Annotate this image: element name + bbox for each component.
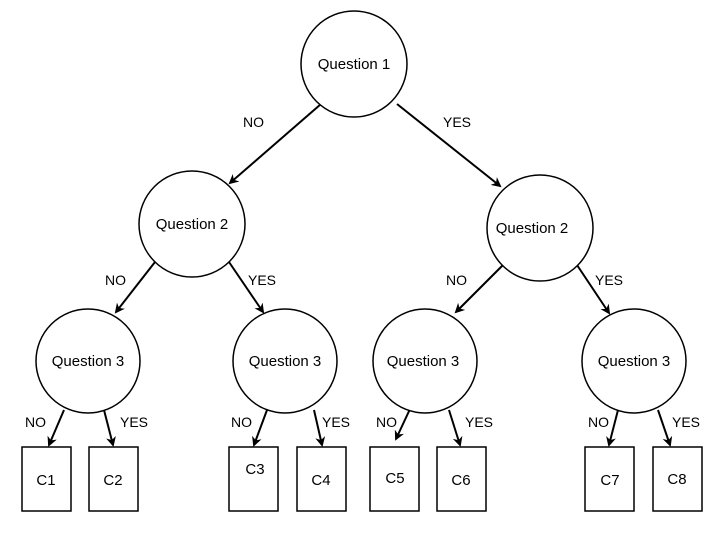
edge-q3c-to-c5 [394,408,411,441]
leaf-label: C6 [451,472,470,489]
edge-q3a-to-c2 [103,409,116,447]
edge-label-q3c-no: NO [376,414,397,430]
node-circle [138,170,246,278]
node-label: Question 3 [52,353,125,370]
leaf-label: C2 [103,472,122,489]
edge-label-root-yes: YES [443,114,471,130]
node-circle [35,308,141,414]
leaf-box [88,446,139,512]
edge-label-q3b-yes: YES [322,414,350,430]
question-nodes: Question 1 Question 2 Question 2 Questio… [35,10,687,414]
node-circle [300,10,408,118]
edge-q3a-to-c1 [47,409,65,447]
edge-q3d-to-c7 [606,409,619,447]
node-question-1: Question 1 [300,10,408,118]
edge-label-lq2-no: NO [105,272,126,288]
node-label: Question 3 [598,353,671,370]
leaf-label: C7 [600,472,619,489]
edge-label-q3d-no: NO [588,414,609,430]
leaf-c4: C4 [296,446,347,512]
node-question-3-d: Question 3 [581,308,687,414]
node-circle [486,174,594,282]
edge-label-lq2-yes: YES [248,272,276,288]
leaf-box [228,446,279,512]
edge-label-q3a-no: NO [25,414,46,430]
edge-lq2-to-q3a [114,261,156,314]
leaf-box [296,446,347,512]
edge-rq2-to-q3d [576,264,611,315]
edge-q3b-to-c3 [252,409,268,447]
leaf-nodes: C1 C2 C3 C4 C5 C6 C7 C8 [21,446,703,512]
leaf-box [584,446,635,512]
edge-label-q3c-yes: YES [465,414,493,430]
node-circle [232,308,338,414]
node-question-3-c: Question 3 [372,308,478,414]
node-question-2-right: Question 2 [486,174,594,282]
leaf-box [436,446,487,512]
edge-labels: NO YES NO YES NO YES NO YES NO YES NO YE… [25,114,700,430]
leaf-c6: C6 [436,446,487,512]
leaf-c5: C5 [369,446,420,512]
edges [47,103,673,447]
leaf-box [369,446,420,512]
edge-q3c-to-c6 [448,409,463,447]
leaf-label: C5 [385,470,404,487]
leaf-label: C3 [245,461,264,478]
edge-rq2-to-q3c [454,264,504,314]
leaf-c8: C8 [652,446,703,512]
node-label: Question 1 [318,56,391,73]
edge-label-q3d-yes: YES [672,414,700,430]
edge-label-rq2-no: NO [446,272,467,288]
leaf-label: C1 [36,472,55,489]
node-label: Question 3 [249,353,322,370]
leaf-label: C8 [667,471,686,488]
node-question-2-left: Question 2 [138,170,246,278]
edge-label-rq2-yes: YES [595,272,623,288]
edge-label-q3b-no: NO [231,414,252,430]
node-label: Question 3 [387,353,460,370]
leaf-c1: C1 [21,446,72,512]
edge-root-to-right [396,103,502,188]
edge-label-q3a-yes: YES [120,414,148,430]
leaf-c2: C2 [88,446,139,512]
node-question-3-b: Question 3 [232,308,338,414]
leaf-box [21,446,72,512]
node-circle [581,308,687,414]
edge-q3d-to-c8 [657,409,673,447]
edge-lq2-to-q3b [228,261,265,314]
node-label: Question 2 [496,220,569,237]
edge-q3b-to-c4 [313,409,326,447]
node-circle [372,308,478,414]
node-label: Question 2 [156,216,229,233]
edge-root-to-left [228,103,322,185]
leaf-box [652,446,703,512]
node-question-3-a: Question 3 [35,308,141,414]
leaf-label: C4 [311,472,330,489]
edge-label-root-no: NO [243,114,264,130]
leaf-c7: C7 [584,446,635,512]
leaf-c3: C3 [228,446,279,512]
